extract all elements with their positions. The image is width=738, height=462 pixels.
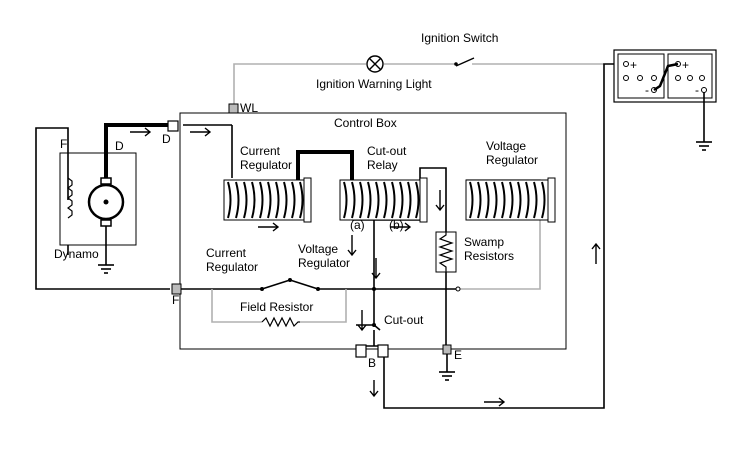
- voltage-regulator-label-line1: Voltage: [486, 139, 526, 153]
- swamp-resistors-label-line1: Swamp: [464, 235, 504, 249]
- terminal-b-label: B: [368, 356, 376, 370]
- dynamo-d-label: D: [115, 139, 124, 153]
- dynamo-main-lead: [104, 123, 176, 178]
- cutout-relay-coil: [339, 177, 428, 223]
- current-regulator-label-line1: Current: [240, 144, 281, 158]
- ignition-warning-light-label: Ignition Warning Light: [316, 77, 432, 91]
- dynamo-f-label: F: [60, 137, 67, 151]
- ignition-circuit-wire: [233, 63, 604, 108]
- contact-points: [260, 278, 461, 327]
- control-box-label: Control Box: [334, 116, 397, 130]
- dynamo-field-coil: [67, 177, 73, 219]
- cutout-relay-label-line1: Cut-out: [367, 144, 407, 158]
- current-regulator-contacts-label-line1: Current: [206, 246, 247, 260]
- voltage-regulator-label-line2: Regulator: [486, 153, 538, 167]
- terminal-e-label: E: [454, 348, 462, 362]
- terminal-d-block: [167, 120, 179, 132]
- current-flow-arrows: [130, 127, 601, 407]
- ignition-warning-light-lamp: [366, 55, 384, 73]
- current-regulator-label-line2: Regulator: [240, 158, 292, 172]
- cutout-label: Cut-out: [384, 313, 424, 327]
- current-regulator-coil: [223, 177, 312, 223]
- earth-e-symbol: [439, 354, 455, 381]
- voltage-regulator-contacts-label-line2: Regulator: [298, 256, 350, 270]
- svg-text:+: +: [630, 58, 637, 72]
- voltage-regulator-contacts-label-line1: Voltage: [298, 242, 338, 256]
- terminal-wl-block: [228, 103, 239, 114]
- ignition-switch-label: Ignition Switch: [421, 31, 498, 45]
- current-regulator-contacts-label-line2: Regulator: [206, 260, 258, 274]
- swamp-resistors-label-line2: Resistors: [464, 249, 514, 263]
- battery: + + - -: [613, 49, 717, 151]
- voltage-regulator-coil: [465, 177, 556, 223]
- wl-terminal-label: WL: [240, 101, 258, 115]
- terminal-e-block: [442, 344, 452, 355]
- dynamo-field-circuit: [35, 127, 170, 290]
- dynamo-armature: [87, 177, 125, 265]
- terminal-f-label: F: [172, 293, 179, 307]
- swamp-resistors: [435, 231, 457, 273]
- terminal-d-label: D: [162, 132, 171, 146]
- svg-text:+: +: [682, 58, 689, 72]
- svg-text:-: -: [695, 83, 699, 97]
- svg-text:-: -: [645, 83, 649, 97]
- terminal-f-block: [171, 283, 182, 295]
- dynamo-housing: [59, 152, 137, 246]
- junction-a-label: (a): [350, 218, 365, 232]
- ignition-switch-contacts: [454, 57, 475, 67]
- junction-b-label: (b): [389, 218, 404, 232]
- dynamo-ground-symbol: [98, 264, 114, 274]
- terminals: [167, 103, 452, 358]
- field-resistor-zigzag: [261, 316, 300, 328]
- dynamo-label: Dynamo: [54, 247, 99, 261]
- cutout-relay-label-line2: Relay: [367, 158, 398, 172]
- current-regulator-lead: [296, 150, 354, 180]
- terminal-b-left: [355, 344, 367, 358]
- field-resistor-label: Field Resistor: [240, 300, 313, 314]
- control-box-outline: [179, 112, 567, 350]
- terminal-b-right: [377, 344, 389, 358]
- battery-feed-wire: [383, 63, 616, 409]
